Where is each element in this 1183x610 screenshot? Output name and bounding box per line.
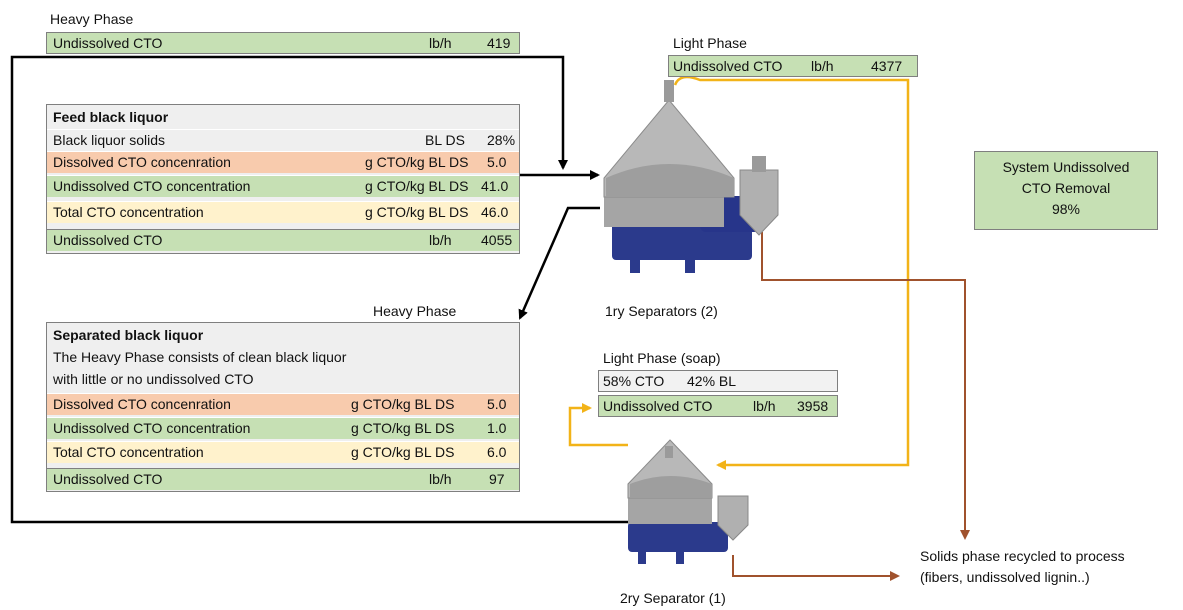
feed-row-unit: BL DS bbox=[425, 132, 465, 148]
feed-row-label: Dissolved CTO concenration bbox=[53, 154, 231, 170]
separated-note-row-1: The Heavy Phase consists of clean black … bbox=[47, 347, 519, 369]
solids-text-line-2: (fibers, undissolved lignin..) bbox=[920, 569, 1090, 585]
separated-row-label: Total CTO concentration bbox=[53, 444, 204, 460]
separated-heavy-phase-label: Heavy Phase bbox=[373, 303, 457, 319]
feed-row-value: 28% bbox=[487, 132, 516, 148]
feed-row-unit: g CTO/kg BL DS bbox=[365, 204, 469, 220]
light-phase-row: Undissolved CTO lb/h 4377 bbox=[668, 55, 918, 77]
separated-row-label: Undissolved CTO concentration bbox=[53, 420, 251, 436]
separated-note-2: with little or no undissolved CTO bbox=[53, 371, 254, 387]
top-heavy-phase-title: Heavy Phase bbox=[50, 11, 134, 27]
light-phase-value: 4377 bbox=[871, 58, 903, 74]
top-heavy-unit: lb/h bbox=[429, 35, 452, 51]
system-removal-box: System Undissolved CTO Removal 98% bbox=[974, 151, 1158, 230]
solids-text-line-1: Solids phase recycled to process bbox=[920, 548, 1125, 564]
top-heavy-value: 419 bbox=[487, 35, 511, 51]
separated-row-dissolved: Dissolved CTO concenration g CTO/kg BL D… bbox=[47, 393, 519, 415]
feed-row-value: 4055 bbox=[481, 232, 513, 248]
separated-title: Separated black liquor bbox=[53, 327, 204, 343]
feed-title-row: Feed black liquor bbox=[47, 107, 519, 129]
feed-row-label: Undissolved CTO concentration bbox=[53, 178, 251, 194]
feed-row-unit: lb/h bbox=[429, 232, 452, 248]
separated-row-value: 97 bbox=[489, 471, 505, 487]
soap-unit: lb/h bbox=[753, 398, 776, 414]
soap-cto: 58% CTO bbox=[603, 373, 665, 389]
soap-bl: 42% BL bbox=[687, 373, 737, 389]
soap-undissolved-row: Undissolved CTO lb/h 3958 bbox=[598, 395, 838, 417]
feed-row-label: Total CTO concentration bbox=[53, 204, 204, 220]
light-phase-line bbox=[673, 75, 910, 470]
feed-row-dissolved: Dissolved CTO concenration g CTO/kg BL D… bbox=[47, 151, 519, 173]
solids-line-1 bbox=[761, 232, 970, 540]
separated-title-row: Separated black liquor bbox=[47, 325, 519, 347]
separated-row-unit: g CTO/kg BL DS bbox=[351, 420, 455, 436]
feed-row-unit: g CTO/kg BL DS bbox=[365, 178, 469, 194]
separated-row-unit: g CTO/kg BL DS bbox=[351, 396, 455, 412]
feed-black-liquor-table: Feed black liquor Black liquor solids BL… bbox=[46, 104, 520, 254]
separated-row-unit: lb/h bbox=[429, 471, 452, 487]
separated-row-label: Dissolved CTO concenration bbox=[53, 396, 231, 412]
separator-1-label: 1ry Separators (2) bbox=[605, 303, 718, 319]
feed-row-label: Undissolved CTO bbox=[53, 232, 163, 248]
soap-value: 3958 bbox=[797, 398, 829, 414]
feed-row-undissolved: Undissolved CTO concentration g CTO/kg B… bbox=[47, 175, 519, 197]
separated-row-value: 6.0 bbox=[487, 444, 507, 460]
separated-row-undissolved-flow: Undissolved CTO lb/h 97 bbox=[47, 468, 519, 490]
feed-row-label: Black liquor solids bbox=[53, 132, 166, 148]
light-phase-label: Undissolved CTO bbox=[673, 58, 783, 74]
separated-black-liquor-table: Separated black liquor The Heavy Phase c… bbox=[46, 322, 520, 492]
feed-row-solids: Black liquor solids BL DS 28% bbox=[47, 129, 519, 151]
solids-line-2 bbox=[732, 555, 900, 581]
system-line-2: CTO Removal bbox=[1021, 180, 1111, 196]
soap-line bbox=[568, 403, 628, 447]
separated-note-row-2: with little or no undissolved CTO bbox=[47, 369, 519, 391]
feed-row-value: 46.0 bbox=[481, 204, 509, 220]
top-heavy-label: Undissolved CTO bbox=[53, 35, 163, 51]
separated-row-label: Undissolved CTO bbox=[53, 471, 163, 487]
feed-row-unit: g CTO/kg BL DS bbox=[365, 154, 469, 170]
soap-composition-row: 58% CTO 42% BL bbox=[598, 370, 838, 392]
feed-row-total: Total CTO concentration g CTO/kg BL DS 4… bbox=[47, 201, 519, 223]
light-phase-title: Light Phase bbox=[673, 35, 747, 51]
light-phase-unit: lb/h bbox=[811, 58, 834, 74]
soap-label: Undissolved CTO bbox=[603, 398, 713, 414]
recycle-line bbox=[10, 55, 630, 524]
heavy-phase-line bbox=[518, 206, 600, 320]
system-line-1: System Undissolved bbox=[1002, 159, 1130, 175]
separator-1-image bbox=[603, 80, 779, 273]
separated-note-1: The Heavy Phase consists of clean black … bbox=[53, 349, 347, 365]
separated-row-undissolved: Undissolved CTO concentration g CTO/kg B… bbox=[47, 417, 519, 439]
separated-row-value: 5.0 bbox=[487, 396, 507, 412]
separated-row-unit: g CTO/kg BL DS bbox=[351, 444, 455, 460]
separated-row-total: Total CTO concentration g CTO/kg BL DS 6… bbox=[47, 441, 519, 463]
feed-row-undissolved-flow: Undissolved CTO lb/h 4055 bbox=[47, 229, 519, 251]
top-heavy-undissolved-row: Undissolved CTO lb/h 419 bbox=[46, 32, 520, 54]
separator-2-image bbox=[627, 439, 749, 564]
feed-row-value: 5.0 bbox=[487, 154, 507, 170]
feed-title: Feed black liquor bbox=[53, 109, 169, 125]
system-value: 98% bbox=[1051, 201, 1081, 217]
soap-title: Light Phase (soap) bbox=[603, 350, 721, 366]
separator-2-label: 2ry Separator (1) bbox=[620, 590, 726, 606]
feed-row-value: 41.0 bbox=[481, 178, 509, 194]
separated-row-value: 1.0 bbox=[487, 420, 507, 436]
